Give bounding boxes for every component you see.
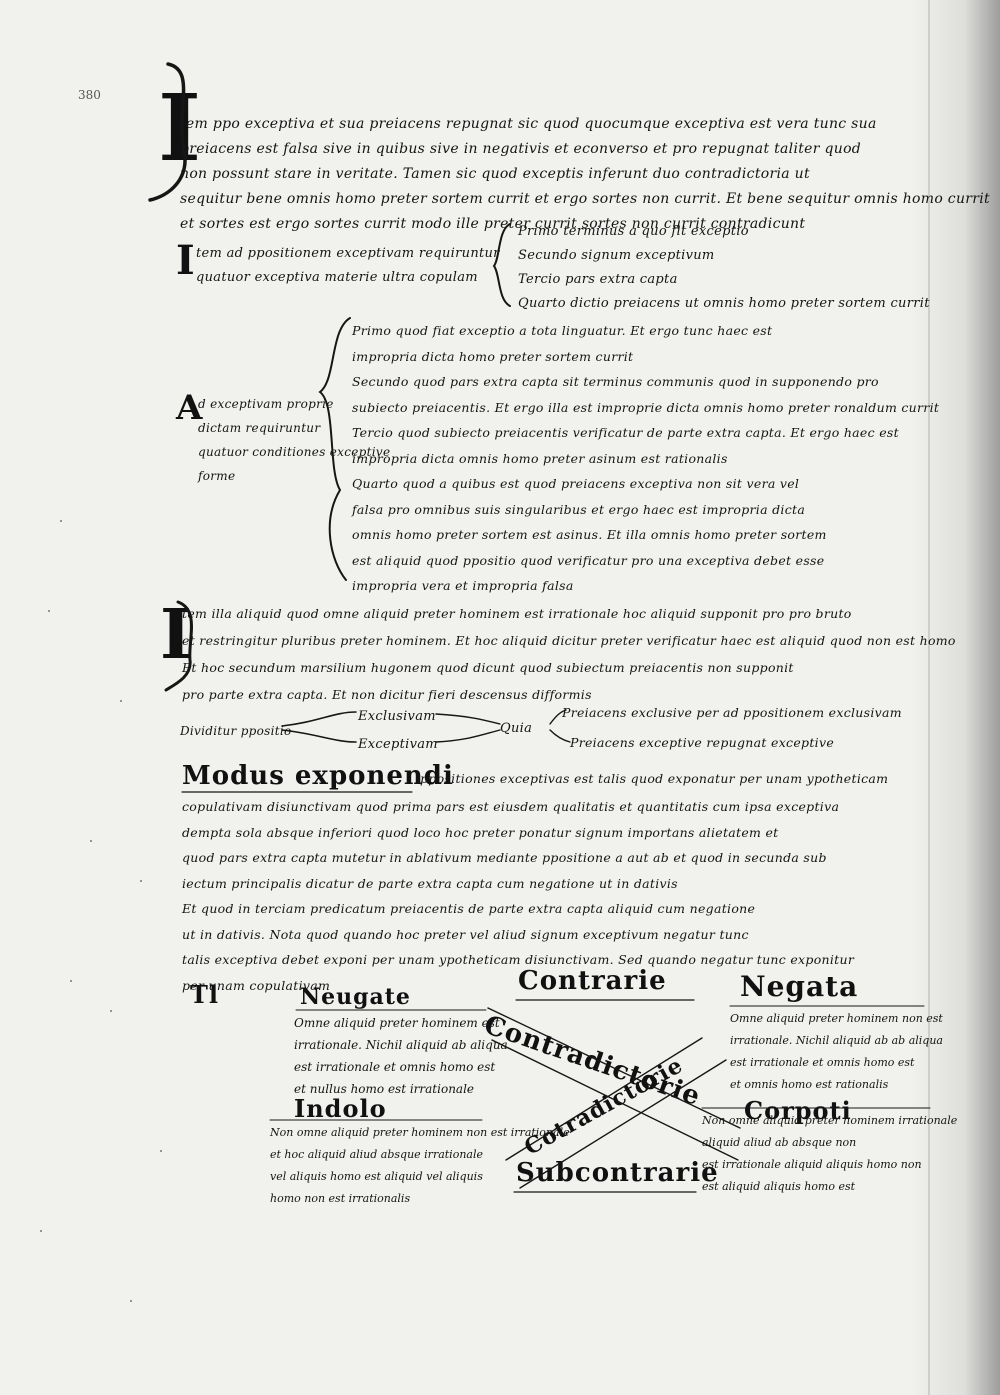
para1-line: sequitur bene omnis homo preter sortem c…: [180, 191, 990, 207]
para3-left-line: forme: [198, 469, 236, 483]
para3-right-line: omnis homo preter sortem est asinus. Et …: [352, 527, 827, 542]
square-bottom-right-line: aliquid aliud ab absque non: [702, 1136, 857, 1149]
para1-line: tem ppo exceptiva et sua preiacens repug…: [180, 116, 877, 132]
para1-line: et sortes est ergo sortes currit modo il…: [180, 216, 806, 232]
square-bottom-left-label: Indolo: [294, 1094, 387, 1123]
square-top-left-line: est irrationale et omnis homo est: [294, 1060, 496, 1074]
modus-line: per unam copulativam: [182, 977, 331, 993]
square-bottom-right-line: Non omne aliquid preter hominem irration…: [702, 1114, 958, 1127]
para4-line: pro parte extra capta. Et non dicitur fi…: [182, 687, 592, 702]
fold-line: [928, 0, 930, 1395]
para3-right-line: falsa pro omnibus suis singularibus et e…: [352, 501, 806, 517]
para2-right-line: Primo terminus a quo fit exceptio: [518, 224, 749, 239]
square-top-right-line: est irrationale et omnis homo est: [730, 1056, 915, 1069]
para3-right-line: Secundo quod pars extra capta sit termin…: [352, 374, 879, 389]
gutter-shadow: [910, 0, 1000, 1395]
para2-right-line: Quarto dictio preiacens ut omnis homo pr…: [518, 296, 930, 311]
para3-left-line: dictam requiruntur: [198, 421, 321, 435]
para3-initial: A: [176, 388, 203, 428]
square-top-right-line: irrationale. Nichil aliquid ab ab aliqua: [730, 1034, 943, 1047]
para2-right-line: Secundo signum exceptivum: [518, 248, 715, 263]
square-top-right-label: Negata: [740, 970, 859, 1003]
para1-line: preiacens est falsa sive in quibus sive …: [180, 141, 862, 157]
para1-text: tem ppo exceptiva et sua preiacens repug…: [180, 112, 990, 237]
square-top-left-line: Omne aliquid preter hominem est: [294, 1016, 500, 1030]
modus-line: Et quod in terciam predicatum preiacenti…: [182, 901, 756, 916]
square-top-right-line: et omnis homo est rationalis: [730, 1078, 889, 1091]
modus-line: iectum principalis dicatur de parte extr…: [182, 875, 678, 891]
modus-line: ut in dativis. Nota quod quando hoc pret…: [182, 926, 749, 942]
modus-line: dempta sola absque inferiori quod loco h…: [182, 824, 779, 840]
square-top-left-line: irrationale. Nichil aliquid ab aliqua: [294, 1038, 508, 1052]
para3-right-line: impropria dicta omnis homo preter asinum…: [352, 450, 728, 466]
para3-right-line: subiecto preiacentis. Et ergo illa est i…: [352, 399, 940, 415]
square-corner-mark: Tl: [190, 980, 219, 1009]
division-branch-bottom: Exceptivam: [358, 737, 438, 752]
para3-right-line: Tercio quod subiecto preiacentis verific…: [352, 425, 899, 440]
modus-text: copulativam disiunctivam quod prima pars…: [182, 794, 854, 998]
square-top-right-line: Omne aliquid preter hominem non est: [730, 1012, 943, 1025]
para2-left-text: tem ad ppositionem exceptivam requiruntu…: [196, 242, 500, 290]
square-top-right-text: Omne aliquid preter hominem non est irra…: [730, 1008, 943, 1096]
para4-line: tem illa aliquid quod omne aliquid prete…: [182, 606, 852, 621]
para2-initial: I: [176, 237, 195, 284]
division-branch-top: Exclusivam: [358, 709, 436, 724]
square-bottom-right-label: Corpoti: [744, 1096, 852, 1125]
square-bottom-left-line: vel aliquis homo est aliquid vel aliquis: [270, 1170, 483, 1183]
square-bottom-right-line: est aliquid aliquis homo est: [702, 1180, 856, 1193]
division-middle: Quia: [500, 721, 533, 736]
para3-left-line: d exceptivam proprie: [198, 397, 334, 411]
square-top-left-label: Neugate: [300, 984, 411, 1010]
square-top-left-text: Omne aliquid preter hominem est irration…: [294, 1012, 508, 1100]
square-bottom-right-line: est irrationale aliquid aliquis homo non: [702, 1158, 922, 1171]
modus-first-line: ppositiones exceptivas est talis quod ex…: [420, 771, 889, 786]
square-bottom-left-line: et hoc aliquid aliud absque irrationale: [270, 1148, 483, 1161]
para3-right-line: Quarto quod a quibus est quod preiacens …: [352, 476, 800, 491]
modus-line: quod pars extra capta mutetur in ablativ…: [182, 850, 827, 865]
square-contrarie: Contrarie: [518, 966, 667, 996]
para2-left-line: tem ad ppositionem exceptivam requiruntu…: [196, 246, 500, 261]
modus-line: talis exceptiva debet exponi per unam yp…: [182, 952, 855, 967]
para4-text: tem illa aliquid quod omne aliquid prete…: [182, 600, 956, 708]
division-right-bottom: Preiacens exceptive repugnat exceptive: [570, 735, 835, 750]
modus-line: copulativam disiunctivam quod prima pars…: [182, 799, 840, 814]
para1-line: non possunt stare in veritate. Tamen sic…: [180, 166, 810, 182]
para3-right-line: Primo quod fiat exceptio a tota linguatu…: [352, 323, 773, 338]
para2-right-text: Primo terminus a quo fit exceptio Secund…: [518, 220, 930, 316]
para2-left-line: quatuor exceptiva materie ultra copulam: [196, 270, 478, 285]
para3-right-line: impropria dicta homo preter sortem curri…: [352, 348, 634, 364]
para3-right-line: impropria vera et impropria falsa: [352, 578, 574, 593]
folio-number: 380: [78, 88, 101, 102]
para3-right-text: Primo quod fiat exceptio a tota linguatu…: [352, 318, 939, 599]
para2-right-line: Tercio pars extra capta: [518, 272, 678, 287]
square-top-left-line: et nullus homo est irrationale: [294, 1082, 475, 1096]
division-right-top: Preiacens exclusive per ad ppositionem e…: [562, 705, 902, 720]
square-subcontrarie: Subcontrarie: [516, 1158, 719, 1188]
modus-heading: Modus exponendi: [182, 761, 454, 791]
para4-line: Et hoc secundum marsilium hugonem quod d…: [182, 660, 794, 675]
square-bottom-right-text: Non omne aliquid preter hominem irration…: [702, 1110, 957, 1198]
division-left: Dividitur ppositio: [180, 724, 292, 738]
para3-right-line: est aliquid quod ppositio quod verificat…: [352, 552, 825, 568]
para3-left-text: d exceptivam proprie dictam requiruntur …: [198, 392, 390, 488]
para4-line: et restringitur pluribus preter hominem.…: [182, 633, 956, 648]
square-bottom-left-line: homo non est irrationalis: [270, 1192, 411, 1205]
